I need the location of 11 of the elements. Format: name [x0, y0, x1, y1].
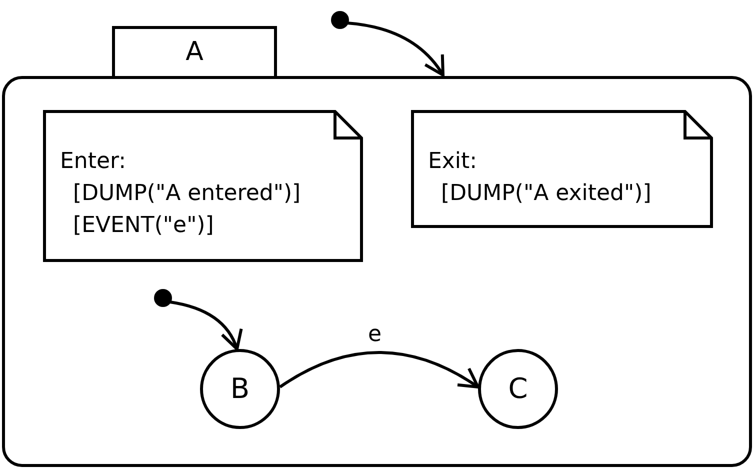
transition-arrow	[279, 351, 480, 388]
note-text: [EVENT("e")]	[72, 212, 214, 240]
note-box	[411, 110, 713, 228]
note-text: [DUMP("A entered")]	[72, 180, 301, 208]
note-text: [DUMP("A exited")]	[440, 180, 652, 208]
state-tab: A	[112, 26, 277, 79]
note-box	[43, 110, 363, 262]
note-text: Exit:	[428, 148, 478, 176]
transition-arrow	[170, 300, 242, 350]
transition-arrow	[346, 22, 444, 76]
note-text: Enter:	[60, 148, 126, 176]
